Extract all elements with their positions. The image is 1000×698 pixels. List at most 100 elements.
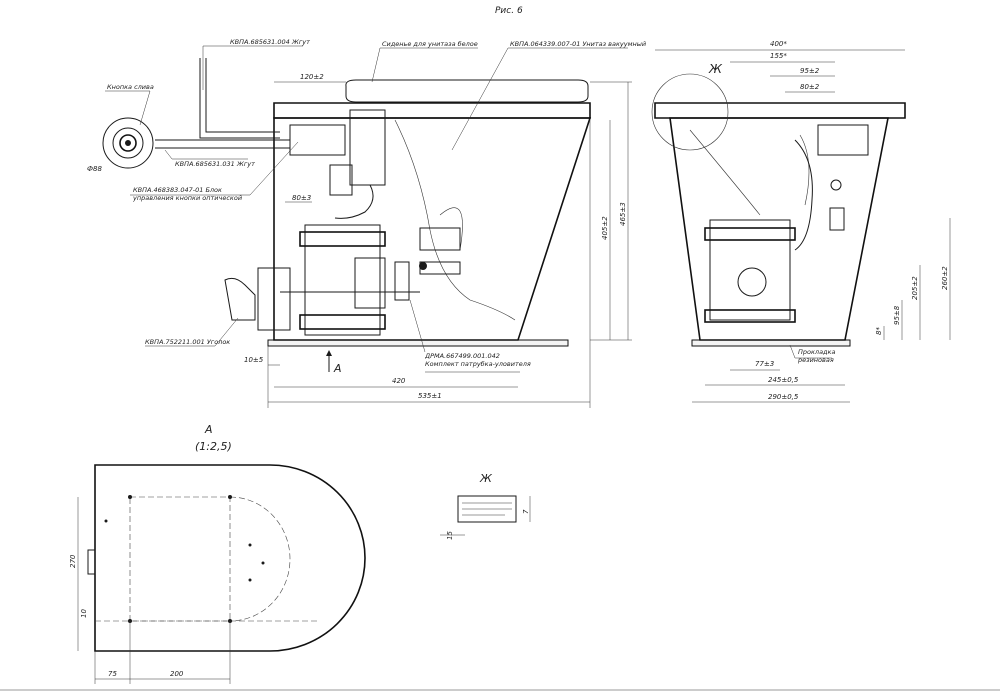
callout-seat: Сиденье для унитаза белое <box>382 40 478 48</box>
callout-toilet: КВПА.064339.007-01 Унитаз вакуумный <box>510 40 646 48</box>
dim-420: 420 <box>392 377 406 385</box>
flush-button-mid <box>112 127 144 159</box>
front-solenoid <box>830 179 842 191</box>
label-plate <box>457 495 517 523</box>
hole-7 <box>261 561 265 565</box>
hole-6 <box>248 543 252 547</box>
base-outline <box>94 464 366 652</box>
flush-button-core <box>125 140 131 146</box>
figure-title: Рис. 6 <box>495 6 523 16</box>
leader-seatb <box>371 47 381 83</box>
leader-harness2b <box>164 149 173 160</box>
dim-8: 8* <box>875 327 883 335</box>
dim-95b: 95±8 <box>893 305 901 325</box>
front-view: Ж 400* 155* 95±2 80±2 77±3 245±0,5 290±0… <box>651 40 951 403</box>
dim-15: 15 <box>446 531 454 540</box>
zh-marker: Ж <box>708 62 723 76</box>
base-inner-rect <box>129 496 231 622</box>
hole-1 <box>128 495 132 499</box>
hole-5 <box>104 519 108 523</box>
leader-gasketb <box>789 344 796 359</box>
base-inner-arc <box>229 496 291 622</box>
view-a-label: А <box>204 423 213 436</box>
hose <box>334 184 374 219</box>
a-arrow-label: А <box>333 362 342 375</box>
dim-10: 10±5 <box>244 356 264 364</box>
callout-pipe: ДРМА.667499.001.042 Комплект патрубка-ул… <box>425 352 531 368</box>
callout-control-wrap: КВПА.468383.047-01 Блок управления кнопк… <box>133 186 243 202</box>
base-plate <box>267 339 569 347</box>
callout-control: КВПА.468383.047-01 Блок управления кнопк… <box>133 186 243 202</box>
leader-toiletb <box>451 47 509 151</box>
clamp-bolt <box>419 262 427 270</box>
control-block <box>289 124 346 156</box>
bracket <box>394 261 410 301</box>
dim-535: 535±1 <box>418 392 442 400</box>
front-port <box>737 267 767 297</box>
front-valve-flange2 <box>704 309 796 323</box>
harness1-rod2 <box>205 58 280 133</box>
valve-flange-bottom <box>299 314 386 330</box>
front-control <box>817 124 869 156</box>
hole-8 <box>248 578 252 582</box>
seat <box>345 79 589 103</box>
dim-465: 465±3 <box>619 202 627 226</box>
dim-120: 120±2 <box>300 73 324 81</box>
dim-80: 80±3 <box>292 194 311 202</box>
dim-260: 260±2 <box>941 266 949 290</box>
vacuum-valve <box>304 224 381 336</box>
valve-cylinder <box>354 257 386 309</box>
dim-95: 95±2 <box>800 67 820 75</box>
side-view: А 120±2 80±3 10±5 420 535±1 405±2 465±3 … <box>87 38 646 408</box>
front-valve-flange <box>704 227 796 241</box>
detail-zh-circle <box>651 73 729 151</box>
callout-harness1: КВПА.685631.004 Жгут <box>230 38 310 46</box>
leader-elbowb <box>214 317 239 347</box>
leader-buttonb <box>139 90 151 126</box>
harness1-rod <box>199 58 280 139</box>
front-fitting <box>829 207 845 231</box>
dim-80: 80±2 <box>800 83 820 91</box>
dim-270: 270 <box>69 554 77 568</box>
dim-75: 75 <box>108 670 117 678</box>
callout-button: Кнопка слива <box>107 83 154 91</box>
front-inner-curves <box>689 129 810 216</box>
view-a: А (1:2,5) 270 10 75 200 <box>69 423 366 684</box>
bowl-outline <box>273 117 592 341</box>
elbow-flange <box>257 267 291 331</box>
dim-290: 290±0,5 <box>768 393 799 401</box>
front-base-plate <box>691 339 851 347</box>
view-zh: Ж 7 15 <box>440 472 531 540</box>
view-a-scale: (1:2,5) <box>195 440 232 453</box>
callout-gasket-wrap: Прокладка резиновая <box>798 348 836 364</box>
leader-controlb <box>249 141 299 196</box>
hole-2 <box>228 495 232 499</box>
flush-button-outer <box>102 117 154 169</box>
callout-gasket: Прокладка резиновая <box>798 348 836 364</box>
flush-button-inner <box>119 134 137 152</box>
callout-pipe-wrap: ДРМА.667499.001.042 Комплект патрубка-ул… <box>425 352 531 368</box>
dim-77: 77±3 <box>755 360 774 368</box>
elbow <box>224 277 256 321</box>
dim-405: 405±2 <box>601 216 609 240</box>
front-bowl <box>669 117 889 341</box>
leader-pipeb <box>409 299 426 353</box>
front-hose <box>794 139 813 251</box>
pipe-connector <box>419 227 461 251</box>
base-tab <box>87 549 96 575</box>
dim-400: 400* <box>770 40 787 48</box>
dim-155: 155* <box>770 52 787 60</box>
dim-7: 7 <box>522 509 530 514</box>
front-valve <box>709 219 791 321</box>
callout-elbow: КВПА.752211.001 Уголок <box>145 338 230 346</box>
dim-200: 200 <box>170 670 184 678</box>
callout-harness2: КВПА.685631.031 Жгут <box>175 160 255 168</box>
bowl-inner-curve2 <box>439 207 463 251</box>
a-arrowhead <box>326 350 332 356</box>
dim-205: 205±2 <box>911 276 919 300</box>
solenoid <box>329 164 353 196</box>
front-rim <box>654 102 906 119</box>
dim-88: Ф88 <box>87 165 102 173</box>
valve-housing <box>349 109 386 186</box>
